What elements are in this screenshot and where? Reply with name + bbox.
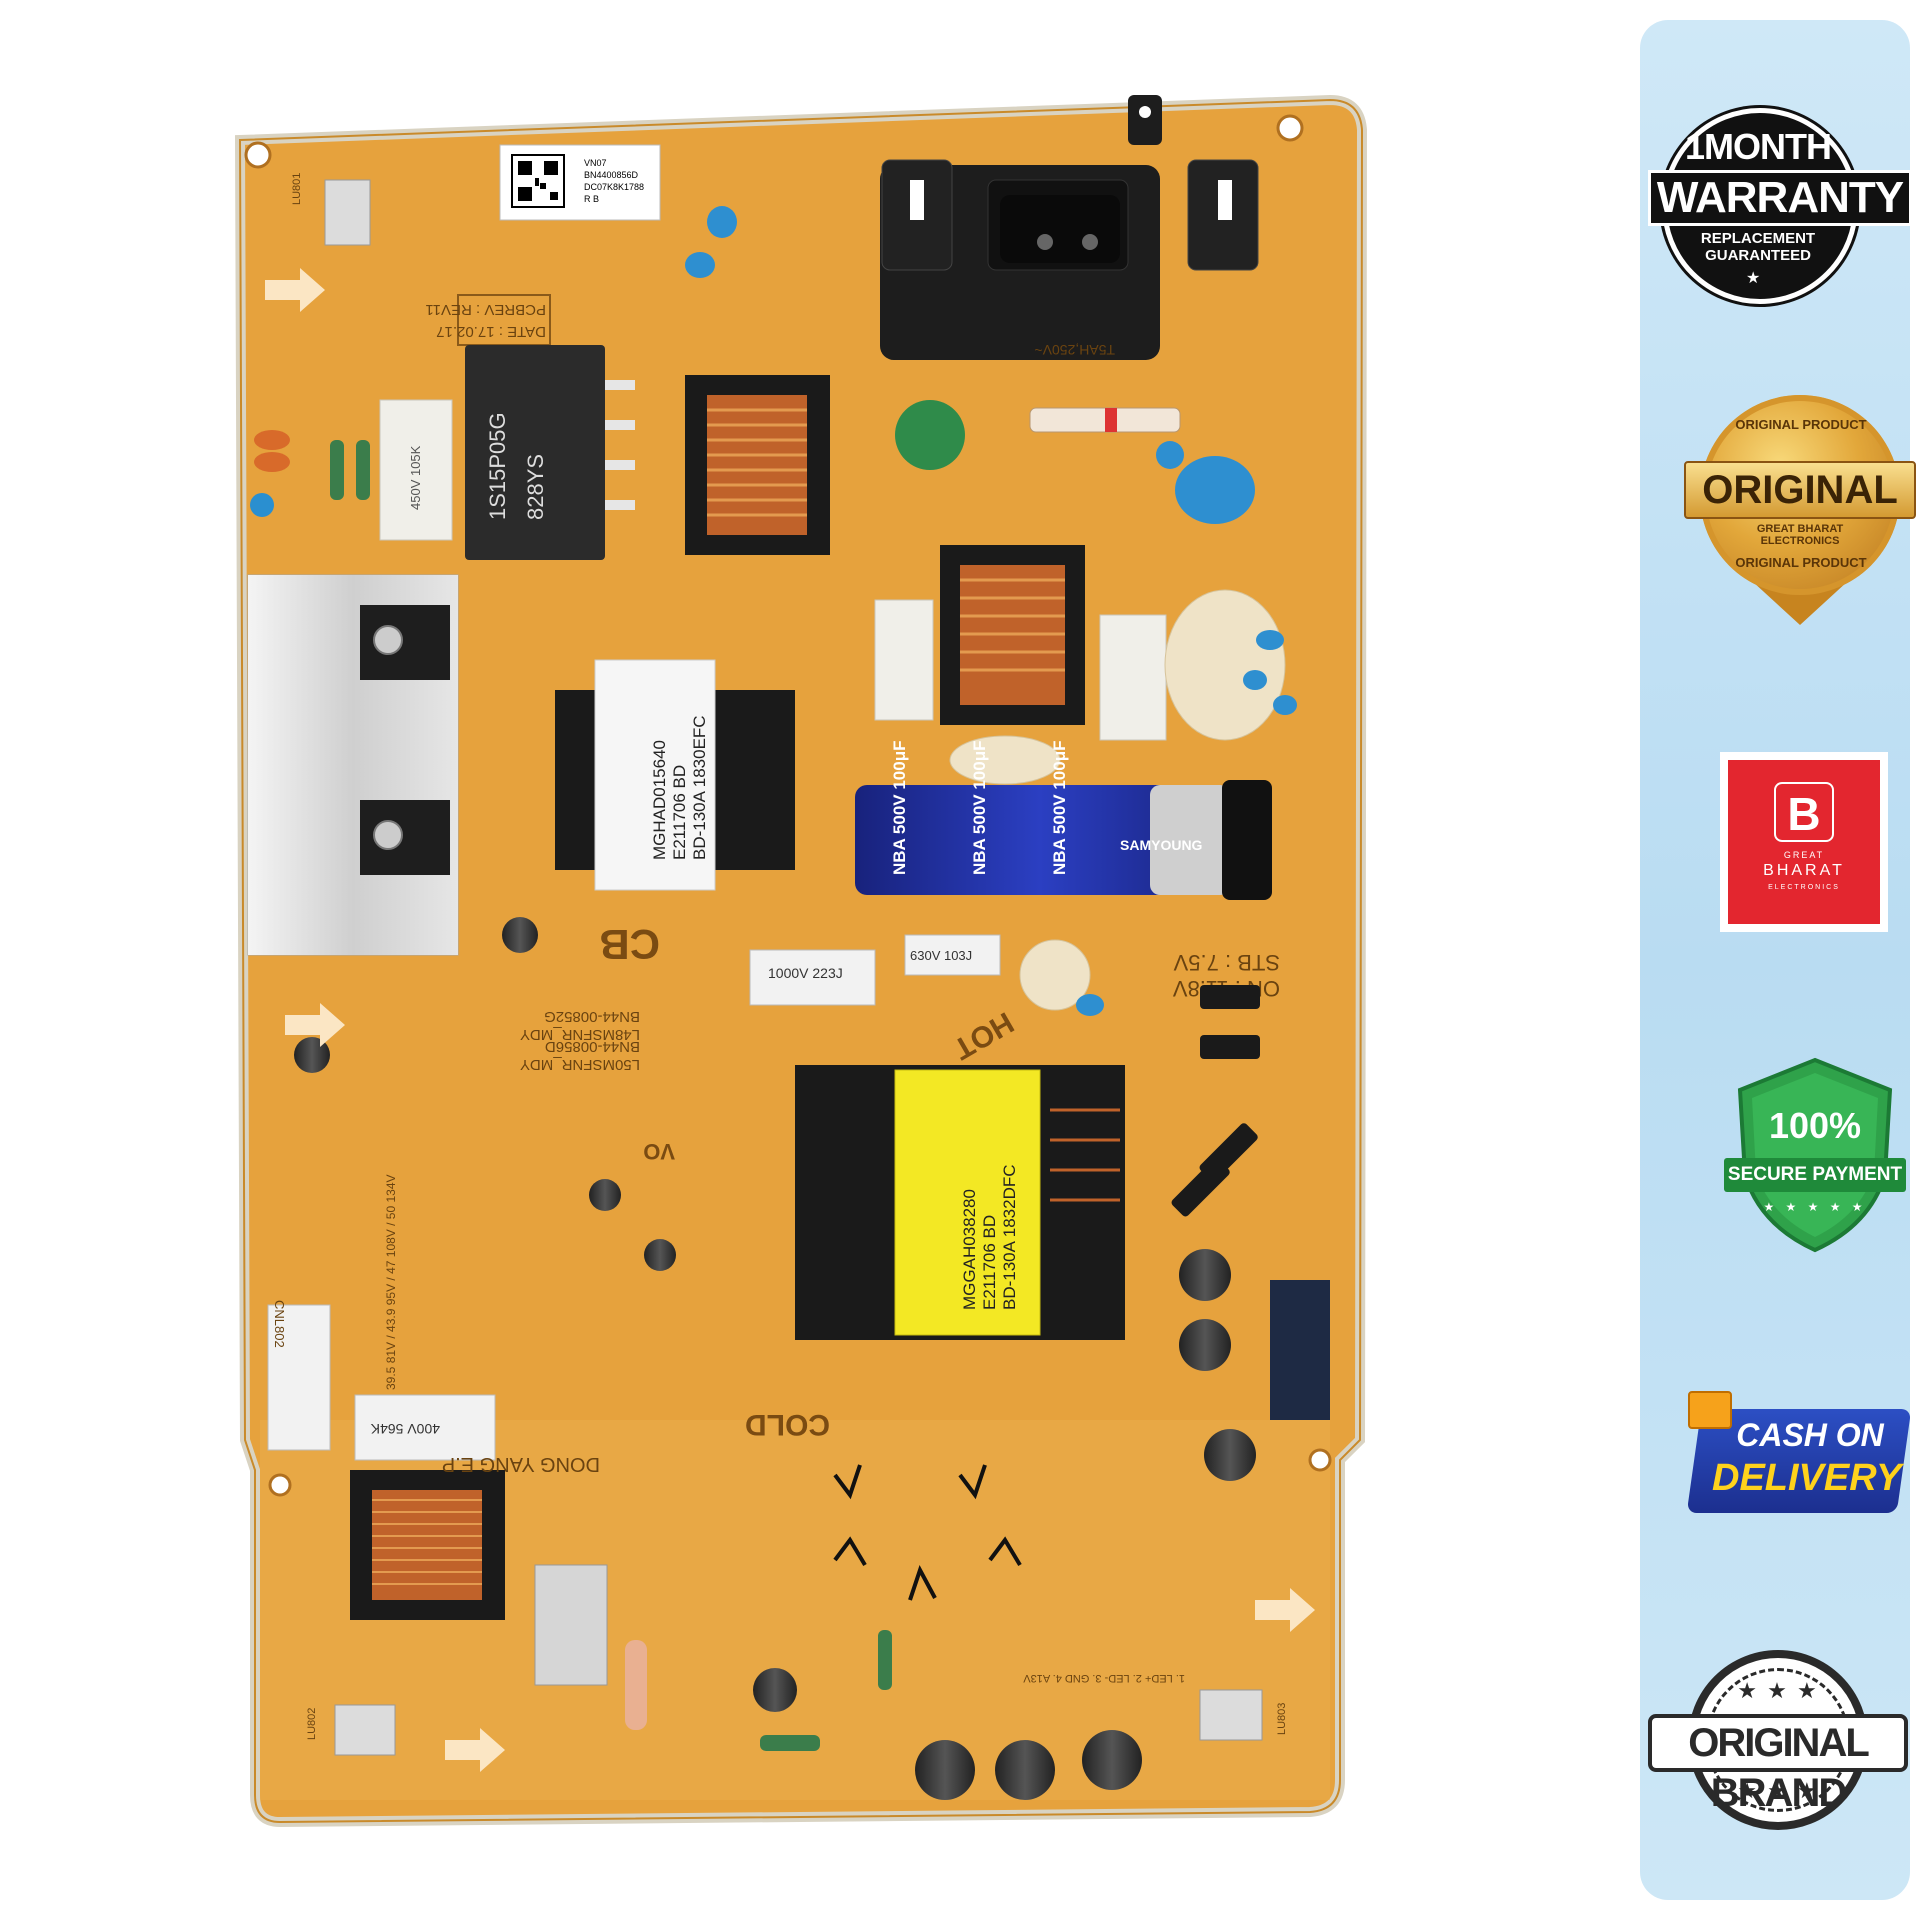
qr-text-3: DC07K8K1788 [584, 182, 644, 192]
shield-icon [1737, 1057, 1893, 1253]
film3-label: 400V 564K [370, 1421, 440, 1437]
cash-on-delivery-badge: CASH ON DELIVERY [1680, 1385, 1912, 1535]
varistor [895, 400, 965, 470]
original-arc-top: ORIGINAL PRODUCT [1735, 417, 1867, 432]
model1-label: L48MSFNR_MDY [520, 1026, 640, 1043]
mount-hole [1308, 1448, 1332, 1472]
output-connector [1270, 1280, 1330, 1420]
box-capacitor [379, 399, 453, 541]
vo-label: VO [643, 1139, 675, 1164]
bulk-cap-brand: SAMYOUNG [1120, 837, 1203, 853]
electrolytic-cap [915, 1740, 975, 1800]
box-icon [1688, 1391, 1732, 1429]
brand-line-2: BHARAT [1763, 862, 1845, 879]
brand-line-1: GREAT [1783, 850, 1825, 860]
star-icon: ★ [1746, 270, 1761, 287]
bulk-cap-label-2: NBA 500V 100μF [970, 741, 989, 876]
original-product-badge: ORIGINAL PRODUCT ORIGINAL GREAT BHARAT E… [1684, 395, 1916, 625]
bridge-text-1: 1S15P05G [485, 412, 510, 520]
xfmr1-label-1: MGHAD015640 [650, 740, 669, 860]
lu803-label: LU803 [1276, 1703, 1288, 1735]
qr-text-4: R B [584, 194, 599, 204]
cold-label: COLD [745, 1408, 830, 1441]
mount-hole [244, 141, 272, 169]
secure-payment-badge: 100% SECURE PAYMENT ★ ★ ★ ★ ★ [1724, 1055, 1906, 1255]
warranty-badge: 1MONTH WARRANTY REPLACEMENT GUARANTEED ★ [1648, 100, 1912, 304]
brand-b-icon: B [1774, 782, 1834, 842]
trust-sidebar [1640, 20, 1910, 1900]
film-capacitor-2 [904, 934, 1001, 976]
model2-label: L50MSFNR_MDY [520, 1056, 640, 1073]
mount-hole [268, 1473, 292, 1497]
stamp-stars-top: ★ ★ ★ [1737, 1678, 1819, 1703]
xfmr2-label-3: BD-130A 1832DFC [1000, 1164, 1019, 1310]
fuse-label: T5AH,250V~ [1034, 342, 1115, 358]
xfmr1-label-2: E211706 BD [670, 765, 689, 860]
pcb-rev-label: PCBREV : REV11 [425, 301, 546, 318]
secure-text: SECURE PAYMENT [1724, 1158, 1906, 1192]
bridge-text-2: 828YS [523, 454, 548, 520]
cb-label: CB [599, 921, 660, 968]
film-capacitor-3 [354, 1394, 496, 1461]
model2-bn-label: BN44-00856D [545, 1038, 640, 1055]
electrolytic-cap [995, 1740, 1055, 1800]
connector-pins: 1. LED+ 2. LED- 3. GND 4. A13V [1023, 1672, 1185, 1684]
lu803-clip [1199, 1689, 1263, 1741]
cnl-label: CNL802 [272, 1300, 287, 1348]
original-logo-text: GREAT BHARAT ELECTRONICS [1756, 523, 1844, 547]
film2-label: 630V 103J [910, 948, 972, 963]
lu802-clip [334, 1704, 396, 1756]
secure-percent: 100% [1768, 1105, 1862, 1146]
film1-label: 1000V 223J [768, 965, 843, 981]
led-connector [267, 1304, 331, 1451]
warranty-sub-1: REPLACEMENT [1700, 230, 1816, 247]
brand-line-3: ELECTRONICS [1768, 884, 1840, 891]
original-main-text: ORIGINAL [1684, 461, 1916, 519]
original-arc-bottom: ORIGINAL PRODUCT [1735, 555, 1867, 570]
stamp-stars-bottom: ★ ★ ★ [1737, 1778, 1819, 1803]
x-capacitor [1175, 456, 1255, 524]
lu802-label: LU802 [306, 1708, 318, 1740]
qr-text-2: BN4400856D [584, 170, 639, 180]
electrolytic-cap [1204, 1429, 1256, 1481]
voltage-table: 39.5 81V / 43.9 95V / 47 108V / 50 134V [384, 1174, 398, 1390]
cod-line-2: DELIVERY [1712, 1457, 1902, 1499]
date-label: DATE : 17.02.17 [436, 323, 546, 340]
warranty-main-text: WARRANTY [1648, 170, 1912, 226]
cap-label-1: 450V 105K [408, 445, 423, 510]
stb-label: STB : 7.5V [1173, 950, 1280, 975]
xfmr2-label-2: E211706 BD [980, 1215, 999, 1310]
warranty-top-text: 1MONTH [1685, 126, 1832, 167]
pen-marks [833, 1464, 1022, 1601]
xfmr1-label-3: BD-130A 1830EFC [690, 715, 709, 860]
thermistor-blob [1164, 589, 1286, 741]
film-capacitor-1 [749, 949, 876, 1006]
cod-line-1: CASH ON [1736, 1417, 1884, 1453]
electrolytic-cap [1179, 1249, 1231, 1301]
maker-label: DONG YANG E.P [442, 1453, 600, 1475]
bulk-cap-label-1: NBA 500V 100μF [890, 741, 909, 876]
mount-hole [1276, 114, 1304, 142]
secure-stars: ★ ★ ★ ★ ★ [1763, 1200, 1867, 1214]
bulk-cap-label-3: NBA 500V 100μF [1050, 741, 1069, 876]
lu801-clip [324, 179, 371, 246]
original-brand-stamp: ★ ★ ★ ORIGINAL BRAND ★ ★ ★ [1648, 1650, 1908, 1850]
xfmr2-label-1: MGGAH038280 [960, 1189, 979, 1310]
model1-bn-label: BN44-00852G [544, 1008, 640, 1025]
qr-text-1: VN07 [584, 158, 607, 168]
electrolytic-cap [1179, 1319, 1231, 1371]
electrolytic-cap [1082, 1730, 1142, 1790]
stamp-text: ORIGINAL BRAND [1648, 1714, 1908, 1815]
warranty-sub-2: GUARANTEED [1705, 247, 1811, 264]
bulk-capacitor [855, 785, 1225, 895]
lu801-label: LU801 [291, 173, 303, 205]
brand-logo: B GREAT BHARAT ELECTRONICS [1720, 752, 1888, 932]
bridge-rectifier [465, 345, 605, 560]
